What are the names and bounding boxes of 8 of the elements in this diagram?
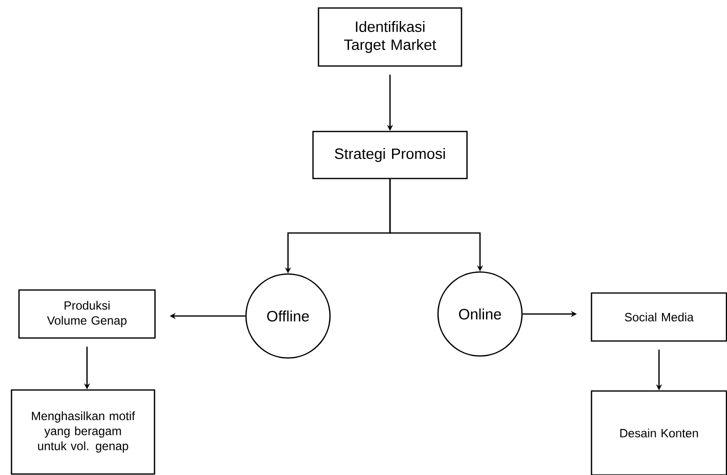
process-box: Produksi Volume Genap [18,289,156,339]
circle-node: Online [437,271,523,357]
process-box: Identifikasi Target Market [318,7,462,67]
process-box: Desain Konten [590,390,727,475]
process-box: Strategi Promosi [312,130,468,180]
process-box: Social Media [590,292,727,342]
process-box: Menghasilkan motif yang beragam untuk vol. genap [10,389,156,475]
circle-node: Offline [245,273,331,359]
